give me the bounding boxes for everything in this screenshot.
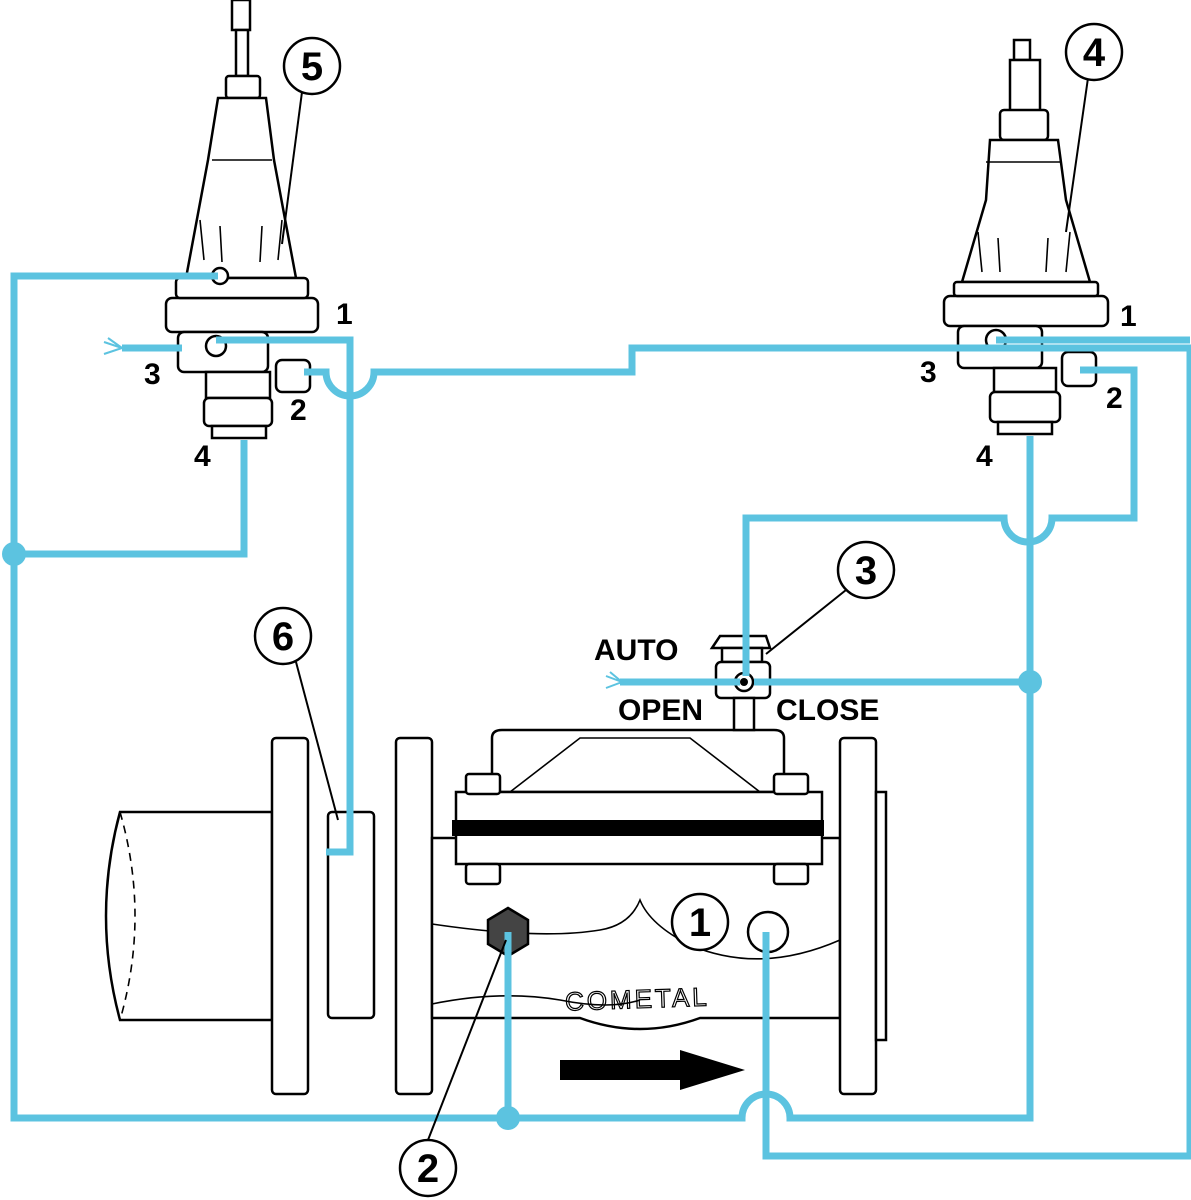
valve-brand: COMETAL [564,982,710,1017]
svg-text:1: 1 [1120,300,1137,333]
cover-bolts [464,772,810,886]
svg-text:1: 1 [336,298,353,331]
svg-text:1: 1 [689,901,711,945]
svg-text:5: 5 [301,45,323,89]
pilot-right [942,38,1110,436]
svg-text:4: 4 [1083,31,1106,75]
pilot-right-port-labels: 1 2 3 4 [920,300,1137,473]
valve-body [430,836,842,1031]
leader-lines [281,77,1089,1141]
svg-text:3: 3 [144,358,161,391]
selector-auto-label: AUTO [594,634,678,667]
callout-2: 2 [398,1138,458,1198]
pilot-tubing [10,272,1191,1160]
svg-text:3: 3 [920,356,937,389]
drain-vent-icon [103,337,625,689]
upstream-pipe [104,810,274,1022]
diaphragm [452,820,824,836]
outlet-flange [838,736,878,1096]
inlet-flange [394,736,434,1096]
callout-3: 3 [836,540,896,600]
upstream-flange [270,736,310,1096]
svg-text:4: 4 [976,440,993,473]
svg-text:3: 3 [855,549,877,593]
svg-text:2: 2 [1106,382,1123,415]
pilot-left-port-labels: 1 2 3 4 [144,298,353,473]
callout-6: 6 [253,606,313,666]
callout-4: 4 [1064,22,1124,82]
selector-labels: AUTO OPEN CLOSE [594,634,879,727]
main-valve: COMETAL [104,728,888,1096]
svg-text:2: 2 [417,1147,439,1191]
valve-cover [490,728,786,794]
junction-dots [2,542,1042,1130]
svg-text:4: 4 [194,440,211,473]
flow-direction-arrow [560,1050,745,1090]
callout-5: 5 [282,36,342,96]
callout-1: 1 [670,892,730,952]
svg-text:6: 6 [272,615,294,659]
svg-text:2: 2 [290,394,307,427]
pilot-left [164,0,320,440]
selector-open-label: OPEN [618,694,703,727]
selector-close-label: CLOSE [776,694,879,727]
